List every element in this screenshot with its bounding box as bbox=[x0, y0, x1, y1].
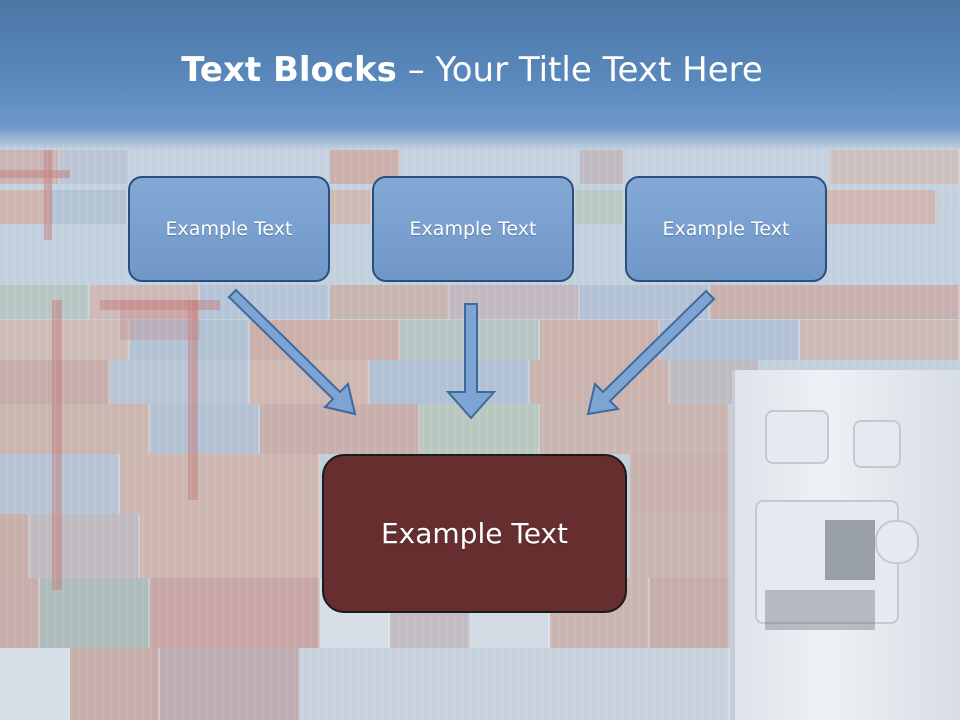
text-block-3[interactable]: Example Text bbox=[625, 176, 827, 282]
header-band bbox=[0, 0, 960, 150]
slide-title: Text Blocks – Your Title Text Here bbox=[0, 50, 944, 90]
arrow-right bbox=[586, 289, 716, 416]
main-text-block[interactable]: Example Text bbox=[322, 454, 627, 613]
text-block-1[interactable]: Example Text bbox=[128, 176, 330, 282]
arrow-center bbox=[445, 303, 497, 420]
text-block-2[interactable]: Example Text bbox=[372, 176, 574, 282]
arrow-left bbox=[227, 288, 357, 416]
slide-title-bold: Text Blocks bbox=[181, 50, 397, 90]
slide-title-rest: – Your Title Text Here bbox=[396, 50, 763, 90]
main-text-block-label: Example Text bbox=[380, 517, 568, 550]
text-block-3-label: Example Text bbox=[662, 218, 790, 240]
text-block-1-label: Example Text bbox=[165, 218, 293, 240]
text-block-2-label: Example Text bbox=[409, 218, 537, 240]
